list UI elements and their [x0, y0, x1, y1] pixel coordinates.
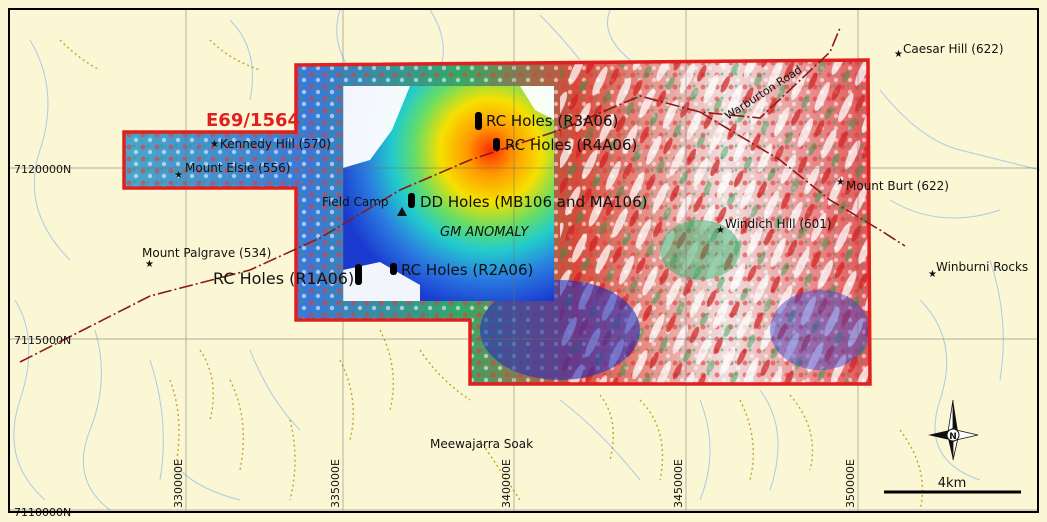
gm-anomaly-inset: [343, 86, 554, 301]
mount-elsie-star: ★: [174, 170, 183, 181]
tenement-boundary: [122, 58, 872, 386]
winburni-rocks-label: Winburni Rocks: [936, 260, 1028, 274]
creek-lines: [59, 39, 924, 511]
winburni-rocks-star: ★: [928, 269, 937, 280]
northing-7115000-label: 7115000N: [14, 334, 71, 347]
r3a06-label: RC Holes (R3A06): [486, 112, 618, 130]
r4a06-label: RC Holes (R4A06): [505, 136, 637, 154]
r4a06-hole-marker: [493, 138, 500, 151]
r1a06-label: RC Holes (R1A06): [213, 269, 354, 288]
map-frame: [8, 8, 1039, 513]
caesar-hill-label: Caesar Hill (622): [903, 42, 1004, 56]
r2a06-label: RC Holes (R2A06): [401, 261, 533, 279]
scale-bar: 4km: [884, 476, 1021, 494]
easting-340000-label: 340000E: [500, 459, 513, 508]
r3a06-hole-marker: [475, 112, 482, 130]
scale-bar-label: 4km: [938, 476, 966, 491]
caesar-hill-star: ★: [894, 49, 903, 60]
mount-palgrave-star: ★: [145, 259, 154, 270]
easting-350000-label: 350000E: [844, 459, 857, 508]
field-camp-icon: [397, 207, 407, 216]
north-letter: N: [949, 432, 957, 442]
easting-345000-label: 345000E: [672, 459, 685, 508]
warburton-road: [19, 27, 841, 363]
r1a06-hole-marker: [355, 264, 362, 285]
field-camp-label: Field Camp: [322, 195, 389, 209]
mount-burt-label: Mount Burt (622): [846, 179, 949, 193]
gm-anomaly-label: GM ANOMALY: [440, 225, 529, 240]
meewajarra-soak-label: Meewajarra Soak: [430, 437, 533, 451]
road-branch: [699, 111, 906, 247]
kennedy-hill-star: ★: [210, 139, 219, 150]
easting-330000-label: 330000E: [172, 459, 185, 508]
mount-burt-star: ★: [836, 177, 845, 188]
tenement-id-label: E69/1564: [206, 110, 300, 131]
dd-hole-marker: [408, 193, 415, 208]
drill-hole-markers: [355, 112, 500, 285]
windich-hill-label: Windich Hill (601): [725, 217, 832, 231]
north-arrow: N: [928, 399, 979, 461]
r2a06-hole-marker: [390, 263, 397, 275]
grid-lines: [10, 10, 1037, 512]
drainage-lines: [13, 9, 1041, 511]
northing-7120000-label: 7120000N: [14, 163, 71, 176]
mount-palgrave-label: Mount Palgrave (534): [142, 246, 271, 260]
dd-holes-label: DD Holes (MB106 and MA106): [420, 193, 647, 211]
place-markers: ★ ★ ★ ★ ★ ★ ★: [145, 49, 937, 280]
mount-elsie-label: Mount Elsie (556): [185, 161, 290, 175]
easting-335000-label: 335000E: [329, 459, 342, 508]
windich-hill-star: ★: [716, 225, 725, 236]
kennedy-hill-label: Kennedy Hill (570): [220, 137, 331, 151]
